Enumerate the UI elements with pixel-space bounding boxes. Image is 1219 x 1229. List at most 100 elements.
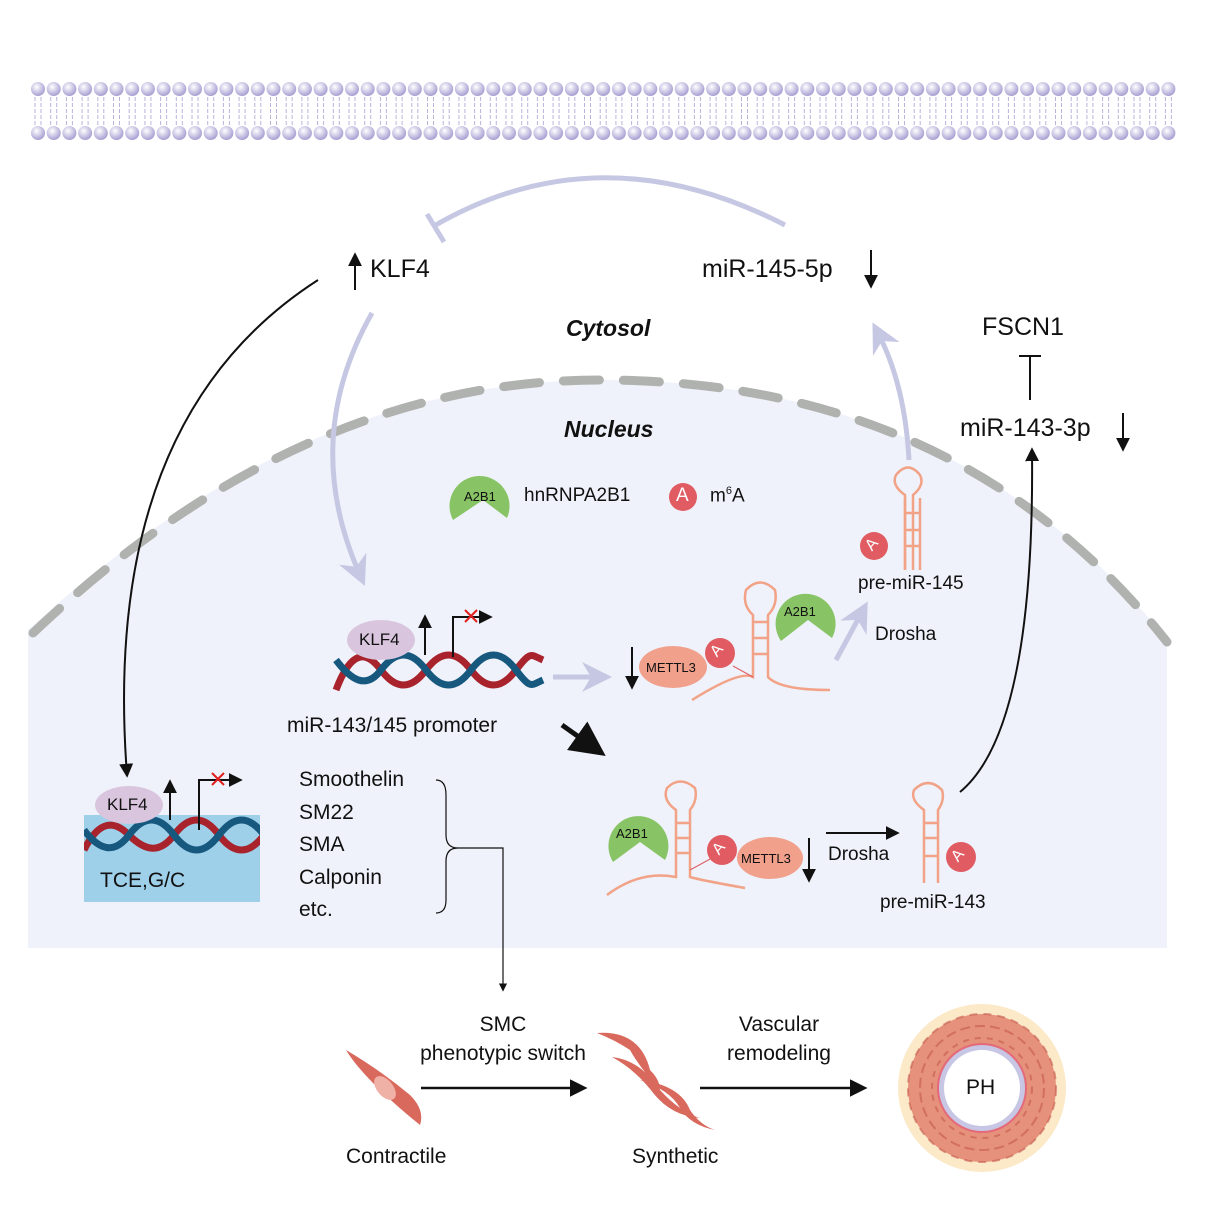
lipid-head	[203, 82, 218, 96]
lipid-head	[753, 82, 768, 96]
lipid-head	[517, 126, 532, 140]
lipid-head	[580, 82, 595, 96]
lipid-head	[894, 126, 909, 140]
lipid-head	[910, 126, 925, 140]
lipid-head	[784, 82, 799, 96]
lipid-head	[235, 126, 250, 140]
lipid-head	[1082, 82, 1097, 96]
m6a-label-a: A	[731, 485, 745, 507]
upper-m6a-icon	[705, 638, 735, 668]
upper-a2b1-label: A2B1	[784, 604, 816, 619]
lipid-head	[376, 126, 391, 140]
lipid-head	[502, 126, 516, 140]
arrow-genes-to-switch	[458, 847, 508, 992]
lipid-head	[957, 82, 972, 96]
lipid-head	[973, 82, 987, 96]
cell-membrane	[31, 82, 1176, 140]
lipid-head	[109, 126, 124, 140]
gene-item: Smoothelin	[299, 768, 405, 791]
lipid-head	[282, 126, 297, 140]
lipid-head	[863, 82, 878, 96]
m6a-label-sup: 6	[725, 485, 732, 497]
lipid-head	[297, 82, 312, 96]
lower-mettl3-label: METTL3	[741, 851, 791, 866]
arrow-klf4-to-promoter	[330, 311, 375, 586]
pre-mir145-hairpin	[893, 466, 923, 570]
lipid-head	[941, 126, 956, 140]
lower-pri-mir-hairpin	[606, 780, 746, 896]
lipid-head	[549, 82, 564, 96]
lipid-head	[407, 126, 422, 140]
legend-a2b1-label: hnRNPA2B1	[524, 485, 631, 506]
lipid-head	[454, 82, 469, 96]
lipid-head	[957, 126, 972, 140]
tce-gc-label: TCE,G/C	[100, 869, 186, 892]
legend-m6a-label: m6A	[710, 485, 745, 507]
smc-tss-arrow	[198, 773, 243, 830]
lipid-head	[831, 82, 846, 96]
lipid-head	[219, 82, 234, 96]
lipid-head	[297, 126, 312, 140]
lipid-head	[988, 126, 1003, 140]
synthetic-cells-icon	[597, 1032, 715, 1130]
lipid-head	[878, 82, 893, 96]
lipid-head	[596, 82, 611, 96]
lipid-head	[31, 82, 45, 96]
lipid-head	[721, 126, 736, 140]
lipid-head	[125, 126, 140, 140]
arrow-promoter-to-lower	[560, 721, 606, 757]
lipid-head	[486, 82, 501, 96]
lipid-head	[125, 82, 140, 96]
lipid-head	[360, 82, 375, 96]
lipid-head	[706, 126, 721, 140]
lipid-head	[423, 82, 438, 96]
promoter-tss-arrow	[452, 610, 493, 657]
lipid-head	[627, 126, 642, 140]
lipid-head	[46, 82, 61, 96]
upper-pri-mir-hairpin	[691, 581, 831, 702]
lipid-head	[768, 126, 783, 140]
gene-item: Calponin	[299, 865, 382, 889]
lipid-head	[31, 126, 45, 140]
synthetic-label: Synthetic	[632, 1145, 719, 1168]
smc-gene-list: Smoothelin SM22 SMA Calponin etc.	[299, 764, 404, 927]
lipid-head	[517, 82, 532, 96]
lipid-head	[250, 126, 265, 140]
lipid-head	[690, 126, 705, 140]
lipid-head	[549, 126, 564, 140]
inhibition-arc-mir145-klf4	[432, 175, 787, 229]
lipid-head	[203, 126, 218, 140]
lipid-head	[62, 126, 77, 140]
premir145-m6a-icon	[860, 532, 888, 560]
lipid-head	[109, 82, 124, 96]
lipid-head	[611, 82, 626, 96]
remodel-line1: Vascular	[738, 1013, 820, 1036]
lipid-head	[470, 126, 485, 140]
smc-klf4-label: KLF4	[107, 795, 148, 814]
lipid-head	[1004, 126, 1019, 140]
lipid-head	[1020, 126, 1035, 140]
lipid-head	[439, 126, 454, 140]
smc-blocked-transcription-icon	[211, 772, 225, 786]
lipid-head	[1035, 126, 1050, 140]
lipid-head	[423, 126, 438, 140]
pre-mir145-label: pre-miR-145	[858, 573, 964, 594]
vascular-remodeling-label: Vascular remodeling	[727, 1010, 831, 1068]
smc-switch-label: SMC phenotypic switch	[420, 1010, 586, 1068]
lipid-head	[988, 82, 1003, 96]
upper-mettl3-blob	[639, 646, 707, 688]
lipid-head	[847, 82, 862, 96]
lipid-head	[847, 126, 862, 140]
switch-line2: phenotypic switch	[420, 1042, 586, 1065]
nuclear-envelope	[28, 375, 1172, 647]
legend-m6a-badge: A	[676, 485, 689, 506]
contractile-cell-icon	[346, 1050, 422, 1125]
upper-mettl3-label: METTL3	[646, 660, 696, 675]
promoter-dna	[332, 651, 545, 692]
klf4-label: KLF4	[370, 255, 430, 283]
nucleus-label: Nucleus	[564, 416, 654, 442]
lipid-head	[800, 126, 815, 140]
lower-drosha-label: Drosha	[828, 844, 890, 865]
inhibition-bar	[424, 212, 447, 244]
premir143-m6a-icon	[946, 842, 976, 872]
